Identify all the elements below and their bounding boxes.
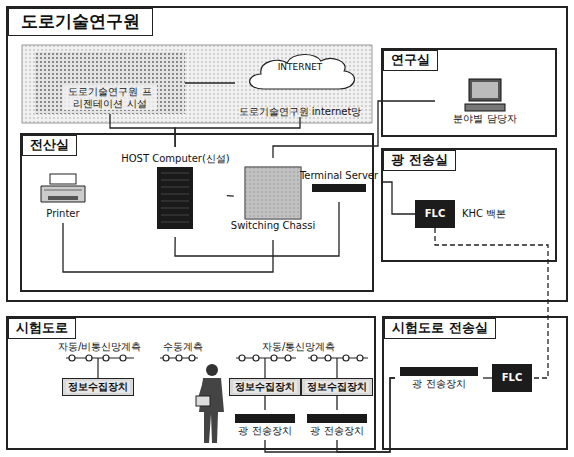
room-region: 광 전송실 FLC	[383, 150, 555, 260]
node-label: Printer	[46, 208, 79, 220]
measure-label: 자동/통신망계측	[262, 340, 335, 354]
unit-bar	[306, 413, 368, 425]
presentation-area	[22, 45, 372, 123]
node-label: 정보수집장치	[233, 381, 297, 393]
node-label: 광 전송실	[383, 150, 456, 171]
node-label: 전산실	[22, 135, 77, 156]
printer-icon	[38, 172, 88, 208]
node-label: FLC	[425, 208, 446, 220]
flc-box: FLC	[492, 364, 532, 392]
test-road-region: 시험도로정보수집장치 정보수집장치 정보수집장치광 전송장치 광 전송장치	[8, 318, 374, 448]
collector-box: 정보수집장치	[62, 378, 134, 396]
building-region: 도로기술연구원도로기술연구원 프리젠테이션 시설 INTERNET 도로기술연구원 …	[8, 8, 566, 300]
collector-box: 정보수집장치	[301, 378, 373, 396]
node-label: Switching Chassi	[231, 220, 315, 232]
node-label: 연구실	[383, 50, 438, 71]
network-link	[227, 195, 234, 197]
node-label: 도로기술연구원 프리젠테이션 시설	[63, 85, 157, 110]
host-tower	[155, 165, 195, 231]
chassis-box	[244, 166, 302, 220]
network-link	[264, 396, 265, 410]
optical-unit: 광 전송장치	[230, 410, 300, 440]
node-label: 시험도로	[8, 318, 76, 339]
measure-label: 자동/비통신망계측	[58, 340, 141, 354]
node-label: 광 전송장치	[238, 425, 291, 437]
network-link	[435, 228, 548, 378]
room-region: 연구실분야별 담당자	[383, 50, 555, 135]
network-link	[110, 114, 175, 147]
node-label: INTERNET	[278, 62, 323, 72]
pc-icon: 분야별 담당자	[435, 72, 535, 130]
node-label: HOST Computer(신설)	[121, 153, 230, 165]
person-figure	[196, 364, 224, 443]
node-label: 분야별 담당자	[453, 113, 516, 125]
internet-cloud: INTERNET 도로기술연구원 internet망	[235, 49, 365, 117]
terminal-server: Terminal Server	[296, 162, 382, 202]
presentation-box: 도로기술연구원 프리젠테이션 시설	[35, 52, 185, 114]
backbone-label: KHC 백본	[462, 207, 506, 221]
node-label: 광 전송장치	[310, 425, 363, 437]
node-label: FLC	[502, 372, 523, 384]
optical-unit: 광 전송장치	[302, 410, 372, 440]
pc-icon	[463, 77, 507, 113]
flc-box: FLC	[415, 200, 455, 228]
printer-icon: Printer	[32, 168, 94, 223]
room-region: 전산실 Printer HOST Computer(신설) Switching Cha…	[22, 135, 372, 290]
host-computer: HOST Computer(신설)	[117, 147, 234, 237]
node-caption: 도로기술연구원 internet망	[239, 106, 362, 118]
network-link	[382, 182, 415, 214]
network-link	[185, 82, 235, 83]
node-label: 광 전송장치	[412, 378, 465, 390]
network-link	[175, 117, 300, 147]
room-region: 시험도로 전송실광 전송장치 FLC	[384, 318, 566, 448]
node-label: Terminal Server	[300, 170, 378, 182]
network-link	[483, 377, 492, 378]
collector-box: 정보수집장치	[229, 378, 301, 396]
node-label: 도로기술연구원	[8, 8, 153, 36]
measure-label: 수동계측	[163, 340, 203, 354]
optical-unit: 광 전송장치	[395, 360, 483, 396]
node-label: 시험도로 전송실	[384, 318, 496, 339]
unit-bar	[399, 366, 479, 378]
server-bar	[311, 182, 367, 194]
node-label: 정보수집장치	[305, 381, 369, 393]
network-link	[336, 396, 337, 410]
sensor-strands	[66, 355, 368, 378]
node-label: 정보수집장치	[66, 381, 130, 393]
unit-bar	[234, 413, 296, 425]
